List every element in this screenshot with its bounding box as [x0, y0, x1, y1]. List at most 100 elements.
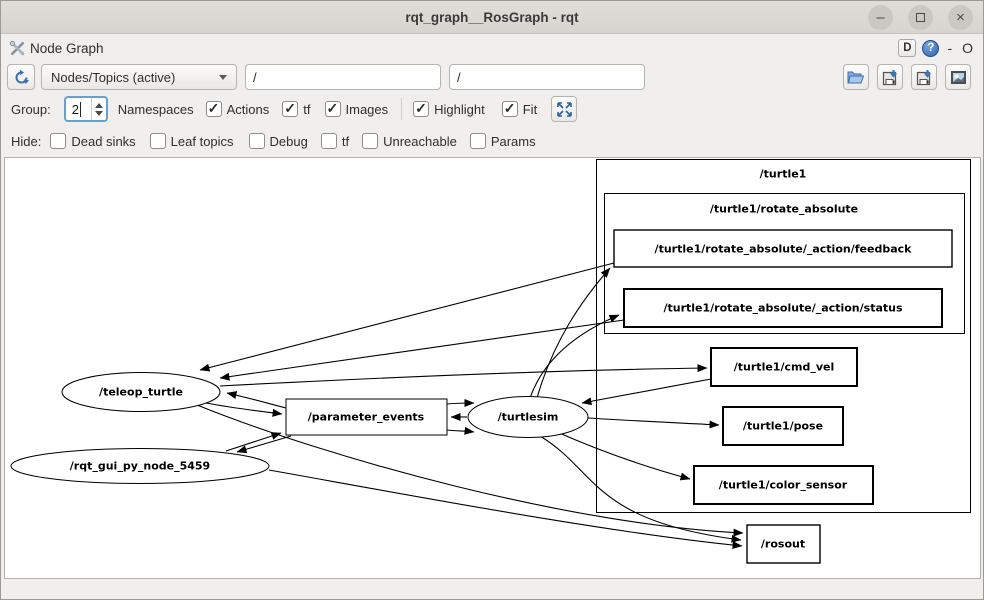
spin-down-icon — [94, 110, 103, 116]
dead-sinks-checkbox[interactable] — [50, 133, 67, 149]
fit-in-view-icon — [556, 101, 572, 117]
group-spinbox[interactable]: 2 — [63, 96, 108, 122]
dead-sinks-label: Dead sinks — [71, 133, 136, 149]
file-action-buttons — [843, 64, 971, 90]
topic-color-sensor[interactable] — [693, 465, 874, 505]
close-button[interactable]: × — [948, 5, 973, 30]
maximize-button[interactable] — [908, 5, 933, 30]
plugin-float-button[interactable]: O — [962, 40, 973, 56]
checkbox-actions[interactable]: Actions — [205, 100, 270, 117]
refresh-button[interactable] — [7, 64, 35, 90]
leaf-topics-label: Leaf topics — [170, 133, 234, 149]
teleop-turtle-label: /teleop_turtle — [99, 385, 183, 399]
separator — [401, 98, 403, 120]
save-dot-icon — [882, 69, 897, 85]
node-rqt-gui-py-node[interactable] — [10, 448, 270, 484]
parameter-events-label: /parameter_events — [307, 410, 425, 424]
save-as-button[interactable] — [911, 64, 937, 90]
checkbox-highlight[interactable]: Highlight — [413, 100, 485, 117]
options-row: Group: 2 Namespaces Actions tf Images — [1, 94, 983, 124]
close-icon: × — [956, 9, 965, 26]
title-bar: rqt_graph__RosGraph - rqt – × — [1, 1, 983, 34]
save-image-button[interactable] — [945, 64, 971, 90]
namespaces-label: Namespaces — [117, 101, 194, 117]
images-checkbox[interactable] — [324, 100, 341, 117]
checkbox-leaf-topics[interactable]: Leaf topics — [149, 133, 234, 149]
open-dot-file-button[interactable] — [843, 64, 869, 90]
text-cursor — [79, 101, 81, 117]
hide-tf-checkbox[interactable] — [320, 133, 337, 149]
graph-edges — [196, 262, 744, 550]
topic-filter-input[interactable]: / — [449, 64, 645, 90]
status-label: /turtle1/rotate_absolute/_action/status — [663, 301, 903, 315]
tf-group-label: tf — [303, 101, 311, 117]
params-label: Params — [490, 133, 536, 149]
plugin-title-bar: Node Graph D ? - O — [1, 34, 983, 62]
group-label: Group: — [11, 101, 51, 117]
dock-button[interactable]: D — [898, 39, 917, 57]
checkbox-dead-sinks[interactable]: Dead sinks — [50, 133, 136, 149]
params-checkbox[interactable] — [469, 133, 486, 149]
node-graph-plugin-icon — [9, 40, 25, 55]
spin-arrows[interactable] — [90, 98, 106, 120]
fit-checkbox[interactable] — [501, 100, 518, 117]
checkbox-debug[interactable]: Debug — [248, 133, 308, 149]
topic-rotate-absolute-feedback[interactable] — [613, 229, 953, 268]
spin-up-icon — [94, 102, 103, 108]
cluster-rotate-absolute-label: /turtle1/rotate_absolute — [709, 202, 859, 216]
actions-checkbox[interactable] — [205, 100, 222, 117]
group-value: 2 — [71, 101, 79, 117]
open-folder-icon — [847, 71, 865, 84]
hide-row: Hide: Dead sinks Leaf topics Debug tf Un… — [1, 126, 983, 156]
graph-toolbar: Nodes/Topics (active) / / — [1, 62, 983, 92]
pose-label: /turtle1/pose — [742, 419, 824, 433]
maximize-icon — [916, 13, 925, 22]
rqt-gui-py-node-label: /rqt_gui_py_node_5459 — [69, 459, 211, 473]
graph-type-dropdown[interactable]: Nodes/Topics (active) — [41, 64, 237, 90]
fit-in-view-button[interactable] — [551, 96, 578, 122]
node-turtlesim[interactable] — [467, 396, 589, 438]
topic-rotate-absolute-status[interactable] — [623, 288, 943, 328]
node-teleop-turtle[interactable] — [61, 372, 221, 412]
checkbox-unreachable[interactable]: Unreachable — [362, 133, 457, 149]
hide-tf-label: tf — [341, 133, 350, 149]
checkbox-params[interactable]: Params — [469, 133, 536, 149]
highlight-checkbox[interactable] — [413, 100, 430, 117]
feedback-label: /turtle1/rotate_absolute/_action/feedbac… — [654, 242, 912, 256]
checkbox-images[interactable]: Images — [324, 100, 389, 117]
debug-checkbox[interactable] — [248, 133, 265, 149]
images-label: Images — [345, 101, 389, 117]
debug-label: Debug — [269, 133, 308, 149]
checkbox-fit[interactable]: Fit — [501, 100, 537, 117]
plugin-minimize-button[interactable]: - — [947, 40, 953, 56]
minimize-icon: – — [876, 9, 885, 26]
cluster-turtle1-label: /turtle1 — [759, 167, 807, 181]
topic-pose[interactable] — [722, 406, 844, 446]
help-icon[interactable]: ? — [922, 39, 940, 57]
node-filter-input[interactable]: / — [245, 64, 441, 90]
actions-label: Actions — [226, 101, 270, 117]
save-image-icon — [950, 70, 966, 84]
color-sensor-label: /turtle1/color_sensor — [718, 478, 848, 492]
unreachable-checkbox[interactable] — [362, 133, 379, 149]
checkbox-hide-tf[interactable]: tf — [320, 133, 350, 149]
save-as-icon — [916, 69, 931, 85]
cmd-vel-label: /turtle1/cmd_vel — [733, 360, 835, 374]
graph-type-selected: Nodes/Topics (active) — [51, 69, 176, 85]
save-dot-button[interactable] — [877, 64, 903, 90]
refresh-icon — [15, 69, 29, 84]
rosout-label: /rosout — [760, 537, 806, 551]
checkbox-tf-group[interactable]: tf — [282, 100, 311, 117]
dock-widget-buttons: D ? - O — [898, 39, 975, 57]
leaf-topics-checkbox[interactable] — [149, 133, 166, 149]
highlight-label: Highlight — [434, 101, 485, 117]
topic-parameter-events[interactable] — [285, 398, 448, 436]
window-title: rqt_graph__RosGraph - rqt — [405, 9, 579, 25]
node-filter-value: / — [253, 69, 257, 85]
minimize-button[interactable]: – — [868, 5, 893, 30]
topic-rosout[interactable] — [746, 524, 821, 564]
tf-group-checkbox[interactable] — [282, 100, 299, 117]
turtlesim-label: /turtlesim — [497, 410, 559, 424]
topic-cmd-vel[interactable] — [710, 347, 858, 387]
